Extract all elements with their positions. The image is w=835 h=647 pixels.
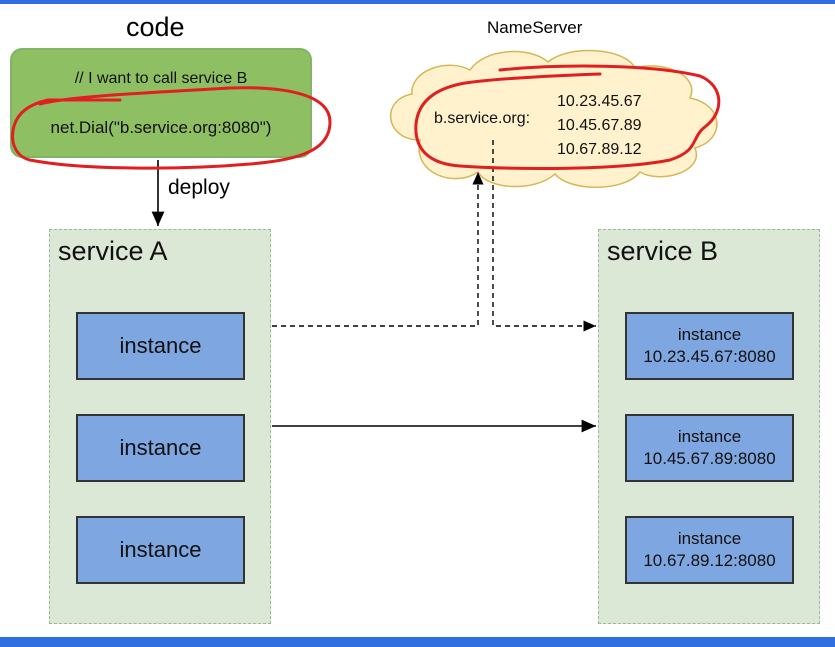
service-b-title: service B [607,236,719,266]
service-a-box: service A instance instance instance [49,229,271,624]
nameserver-ip: 10.45.67.89 [557,117,642,134]
instance-address: 10.67.89.12:8080 [643,551,776,570]
service-a-instance: instance [76,516,245,584]
deploy-label: deploy [168,176,230,199]
nameserver-ip-list: 10.23.45.67 10.45.67.89 10.67.89.12 [557,90,642,162]
nameserver-cloud [389,49,718,188]
top-frame-bar [0,0,835,4]
lookup-arrow [272,172,484,327]
resolve-arrow [492,140,596,332]
code-box: // I want to call service B net.Dial("b.… [10,48,312,158]
instance-label: instance [677,529,742,548]
code-annotation-scribble [11,86,332,170]
service-a-instance: instance [76,312,245,380]
nameserver-key: b.service.org: [434,110,531,127]
service-b-instance: instance 10.23.45.67:8080 [625,312,794,380]
service-b-instance: instance 10.67.89.12:8080 [625,516,794,584]
instance-address: 10.45.67.89:8080 [643,449,776,468]
service-a-title: service A [58,236,168,266]
instance-label: instance [677,427,742,446]
instance-address: 10.23.45.67:8080 [643,347,776,366]
service-b-instance: instance 10.45.67.89:8080 [625,414,794,482]
nameserver-title: NameServer [487,18,583,37]
instance-label: instance [677,325,742,344]
nameserver-ip: 10.67.89.12 [557,141,642,158]
code-call: net.Dial("b.service.org:8080") [50,118,272,137]
service-a-instance: instance [76,414,245,482]
bottom-frame-bar [0,637,835,647]
code-comment: // I want to call service B [74,70,248,87]
nameserver-ip: 10.23.45.67 [557,93,642,110]
service-b-box: service B instance 10.23.45.67:8080 inst… [598,229,820,624]
code-title: code [126,12,185,42]
nameserver-annotation-scribble [414,64,721,170]
